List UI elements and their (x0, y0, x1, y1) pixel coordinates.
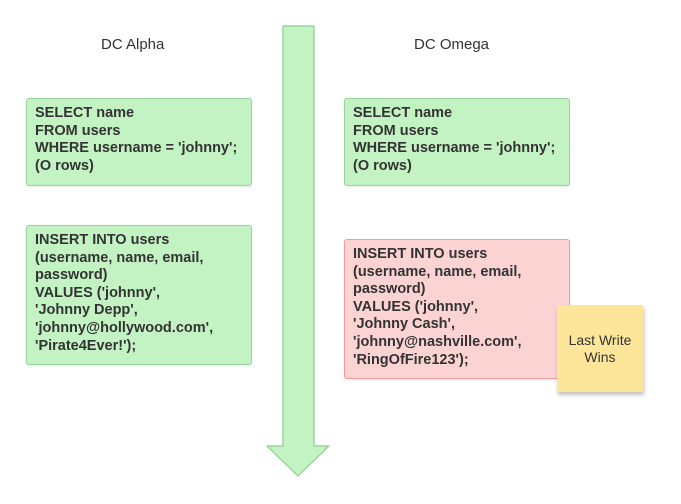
query-line: password) (35, 267, 108, 284)
omega-select-query-box: SELECT name FROM users WHERE username = … (344, 98, 570, 186)
query-line: WHERE username = 'johnny'; (353, 140, 556, 157)
query-line: INSERT INTO users (353, 246, 488, 262)
query-line: 'RingOfFire123'); (353, 351, 469, 368)
query-line: FROM users (35, 122, 121, 139)
query-line: password) (353, 281, 426, 298)
query-line: VALUES ('johnny', (353, 298, 479, 315)
dc-alpha-title: DC Alpha (101, 36, 165, 53)
query-line: FROM users (353, 122, 439, 139)
query-line: (O rows) (35, 157, 94, 174)
query-line: SELECT name (353, 105, 453, 121)
last-write-wins-sticky-note: Last Write Wins (557, 305, 643, 392)
alpha-select-query-box: SELECT name FROM users WHERE username = … (26, 98, 252, 186)
query-line: 'Johnny Depp', (35, 302, 138, 319)
query-line: (O rows) (353, 157, 412, 174)
query-line: WHERE username = 'johnny'; (35, 140, 238, 157)
query-line: (username, name, email, (35, 249, 204, 266)
alpha-insert-query-box: INSERT INTO users (username, name, email… (26, 225, 252, 365)
dc-omega-title: DC Omega (414, 36, 490, 53)
sticky-note-line: Last Write (568, 331, 632, 348)
query-line: 'Johnny Cash', (353, 316, 455, 333)
query-line: VALUES ('johnny', (35, 284, 161, 301)
omega-insert-query-box: INSERT INTO users (username, name, email… (344, 239, 570, 379)
query-line: 'johnny@nashville.com', (353, 333, 522, 350)
query-line: 'Pirate4Ever!'); (35, 337, 137, 354)
sticky-note-line: Wins (584, 348, 616, 365)
query-line: INSERT INTO users (35, 232, 170, 248)
query-line: SELECT name (35, 105, 135, 121)
query-line: 'johnny@hollywood.com', (35, 319, 214, 336)
query-line: (username, name, email, (353, 263, 522, 280)
